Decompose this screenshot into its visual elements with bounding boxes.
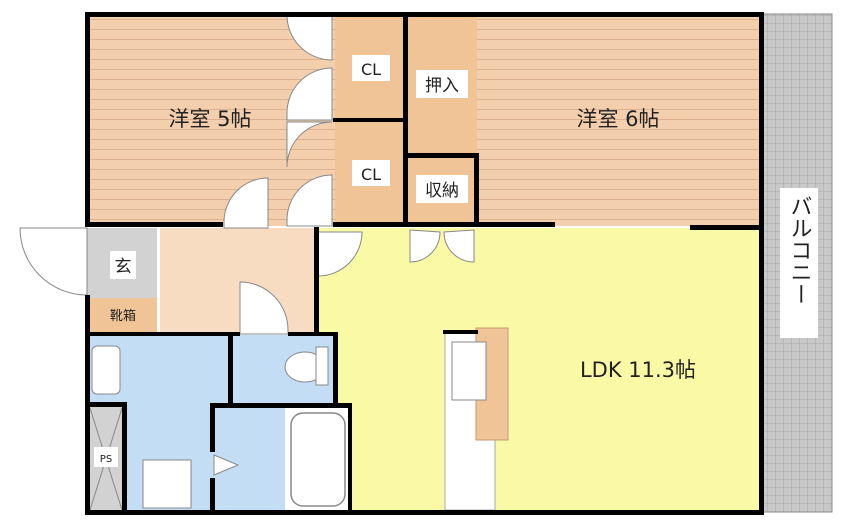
wash-basin-icon: [91, 345, 121, 395]
bathtub-icon: [290, 412, 346, 507]
hallway: [160, 228, 316, 332]
walls: [85, 12, 764, 515]
label-western-6: 洋室 6帖: [576, 107, 659, 131]
shoe-box: [87, 298, 157, 332]
label-ldk: LDK 11.3帖: [580, 358, 696, 382]
bath-corridor: [212, 405, 285, 512]
label-balcony: バルコニー: [787, 195, 812, 305]
balcony-label-bg: [780, 188, 818, 338]
ldk: [318, 228, 762, 512]
sink: [451, 341, 487, 401]
washing-machine-icon: [142, 459, 192, 509]
label-entrance: 玄: [115, 257, 132, 277]
label-closet-2: CL: [361, 165, 381, 184]
doors: [19, 14, 475, 476]
western-room-6: [477, 15, 762, 226]
room-labels: 洋室 5帖 洋室 6帖 CL CL 押入 収納 玄 靴箱 PS LDK 11.3…: [94, 55, 812, 467]
label-storage: 収納: [425, 181, 459, 201]
label-closet-1: CL: [361, 60, 381, 79]
label-shoe-box: 靴箱: [110, 308, 136, 324]
label-western-5: 洋室 5帖: [168, 107, 251, 131]
label-oshiire: 押入: [425, 76, 459, 96]
label-pipe-space: PS: [100, 454, 112, 465]
